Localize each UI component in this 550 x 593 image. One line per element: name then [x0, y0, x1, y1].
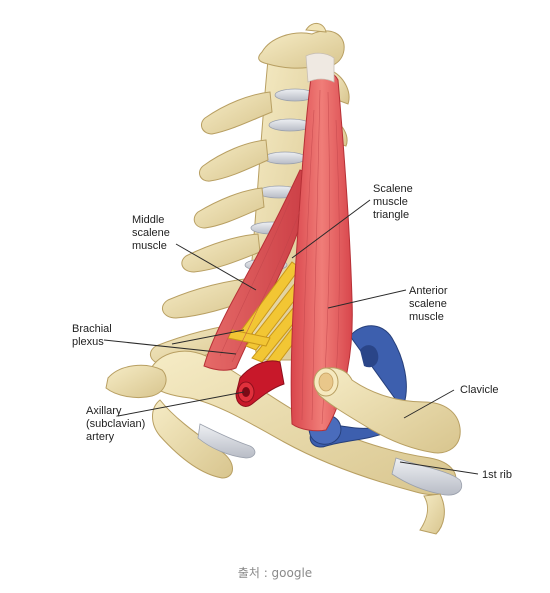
label-middle-scalene-muscle: Middle scalene muscle — [132, 214, 170, 252]
leader-lines — [103, 199, 479, 475]
label-anterior-scalene-muscle: Anterior scalene muscle — [409, 285, 448, 323]
middle-scalene-muscle — [203, 169, 319, 371]
source-caption: 출처 : google — [237, 566, 313, 580]
label-scalene-muscle-triangle: Scalene muscle triangle — [373, 183, 413, 221]
clavicle-bone — [313, 367, 461, 454]
label-brachial-plexus: Brachial plexus — [72, 323, 112, 348]
label-clavicle: Clavicle — [460, 384, 499, 396]
axillary-artery-vessel — [235, 360, 285, 407]
label-first-rib: 1st rib — [482, 469, 512, 481]
anterior-scalene-muscle — [290, 69, 353, 432]
label-axillary-subclavian-artery: Axillary (subclavian) artery — [86, 405, 146, 443]
